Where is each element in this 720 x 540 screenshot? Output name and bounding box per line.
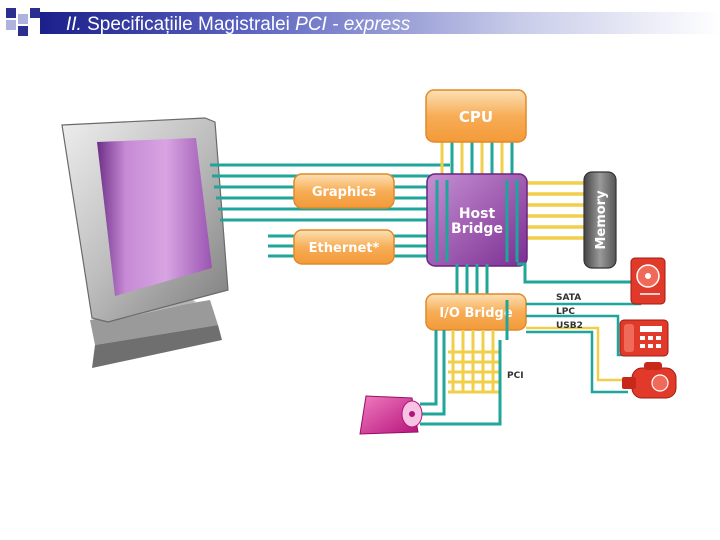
bus-label-sata: SATA: [556, 293, 581, 303]
title-gradient: [40, 12, 720, 34]
bus-label-pci: PCI: [507, 371, 524, 381]
graphics-label: Graphics: [312, 185, 377, 200]
host-bridge-node: Host Bridge: [426, 173, 528, 267]
memory-node: Memory: [583, 171, 617, 269]
bus-label-usb2: USB2: [556, 321, 583, 331]
sata-line: [526, 292, 642, 306]
usb2-line: [526, 326, 628, 394]
decor-square: [6, 20, 16, 30]
slide-title-bar: II. Specificațiile Magistralei PCI - exp…: [0, 6, 720, 36]
hard-drive-icon: [630, 257, 666, 305]
memory-label: Memory: [594, 190, 609, 250]
telephone-icon: [619, 319, 669, 357]
host-bridge-side-lines: [517, 262, 634, 284]
pci-teal-lines: [420, 300, 509, 426]
io-bridge-node: I/O Bridge: [425, 293, 527, 331]
cpu-node: CPU: [425, 89, 527, 143]
bus-label-lpc: LPC: [556, 307, 575, 317]
host-bridge-label-2: Bridge: [451, 221, 503, 237]
ethernet-node: Ethernet*: [293, 229, 395, 265]
monitor-icon: [61, 117, 229, 368]
decor-square: [18, 26, 28, 36]
decor-square: [18, 14, 28, 24]
optical-drive-icon: [359, 395, 423, 435]
io-bridge-label: I/O Bridge: [439, 306, 513, 321]
decor-square: [6, 8, 16, 18]
page-title: II. Specificațiile Magistralei PCI - exp…: [66, 14, 411, 35]
host-bridge-label-1: Host: [459, 206, 496, 222]
graphics-node: Graphics: [293, 173, 395, 209]
pci-bus-lines: [448, 330, 500, 394]
io-uplink-lines: [455, 264, 489, 298]
video-camera-icon: [622, 362, 677, 399]
cpu-label: CPU: [459, 108, 493, 126]
decor-square: [30, 8, 40, 18]
ethernet-label: Ethernet*: [309, 241, 380, 256]
